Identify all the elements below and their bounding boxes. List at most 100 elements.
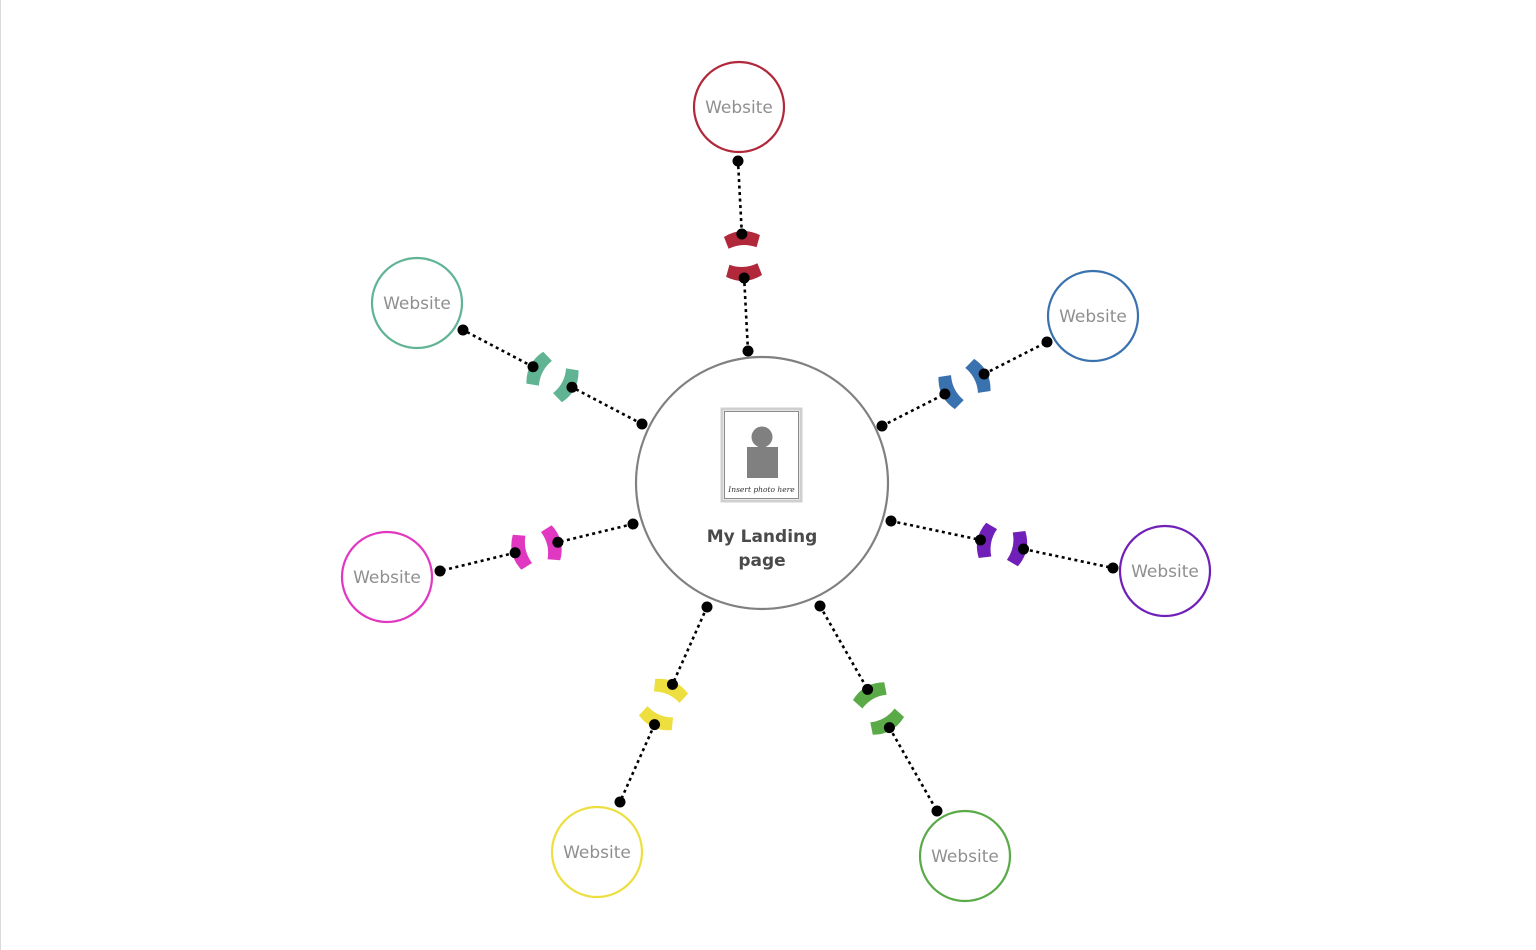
website-node-upper-left[interactable]: Website bbox=[370, 256, 464, 350]
connector-endpoint-dot[interactable] bbox=[732, 155, 744, 167]
connector-line-left-b bbox=[439, 551, 516, 573]
connector-endpoint-dot[interactable] bbox=[978, 368, 990, 380]
connector-bracket-icon[interactable] bbox=[850, 678, 906, 739]
bracket-right-shape bbox=[526, 351, 552, 386]
connector-endpoint-dot[interactable] bbox=[738, 272, 750, 284]
website-node-right[interactable]: Website bbox=[1118, 524, 1212, 618]
connector-line-upper-right-b bbox=[983, 340, 1048, 376]
connector-bracket-icon[interactable] bbox=[723, 230, 763, 282]
connector-endpoint-dot[interactable] bbox=[885, 515, 897, 527]
connector-endpoint-dot[interactable] bbox=[527, 361, 539, 373]
connector-line-right-b bbox=[1023, 547, 1114, 570]
website-node-lower-right[interactable]: Website bbox=[918, 809, 1012, 903]
connector-line-upper-left-a bbox=[571, 386, 643, 426]
connector-right[interactable] bbox=[885, 515, 1119, 574]
connector-line-left-a bbox=[557, 522, 634, 544]
connector-line-top-a bbox=[742, 277, 750, 352]
connector-endpoint-dot[interactable] bbox=[876, 420, 888, 432]
website-node-top[interactable]: Website bbox=[692, 60, 786, 154]
connector-endpoint-dot[interactable] bbox=[457, 324, 469, 336]
website-node-circle[interactable] bbox=[692, 60, 786, 154]
connector-bracket-icon[interactable] bbox=[522, 349, 583, 404]
connector-bracket-icon[interactable] bbox=[974, 522, 1030, 568]
connector-line-lower-left-b bbox=[618, 724, 656, 803]
connector-line-upper-left-b bbox=[462, 328, 534, 368]
connector-endpoint-dot[interactable] bbox=[701, 601, 713, 613]
bracket-left-shape bbox=[540, 525, 562, 561]
website-node-label: Website bbox=[1059, 307, 1127, 327]
center-title-line-2: page bbox=[738, 551, 785, 571]
connector-endpoint-dot[interactable] bbox=[666, 678, 678, 690]
website-node-label: Website bbox=[353, 568, 421, 588]
connector-endpoint-dot[interactable] bbox=[862, 683, 874, 695]
bracket-left-shape bbox=[976, 522, 998, 558]
bracket-right-shape bbox=[1006, 531, 1028, 567]
bracket-right-shape bbox=[870, 708, 905, 735]
connector-lower-right[interactable] bbox=[814, 600, 943, 817]
connector-endpoint-dot[interactable] bbox=[742, 345, 754, 357]
center-title-line-1: My Landing bbox=[707, 527, 818, 547]
connector-endpoint-dot[interactable] bbox=[649, 719, 661, 731]
connector-endpoint-dot[interactable] bbox=[434, 565, 446, 577]
person-placeholder-icon bbox=[747, 426, 778, 478]
connector-endpoint-dot[interactable] bbox=[883, 722, 895, 734]
connector-endpoint-dot[interactable] bbox=[552, 536, 564, 548]
website-node-label: Website bbox=[563, 843, 631, 863]
connector-endpoint-dot[interactable] bbox=[509, 547, 521, 559]
connector-line-top-b bbox=[736, 160, 744, 235]
connector-endpoint-dot[interactable] bbox=[974, 534, 986, 546]
connector-endpoint-dot[interactable] bbox=[1018, 543, 1030, 555]
connector-endpoint-dot[interactable] bbox=[636, 418, 648, 430]
website-node-circle[interactable] bbox=[918, 809, 1012, 903]
connector-top[interactable] bbox=[723, 155, 763, 357]
bracket-left-shape bbox=[852, 682, 887, 709]
connector-lower-left[interactable] bbox=[614, 601, 713, 808]
website-node-label: Website bbox=[705, 98, 773, 118]
connector-line-lower-right-b bbox=[888, 726, 939, 812]
connector-endpoint-dot[interactable] bbox=[736, 228, 748, 240]
photo-caption: Insert photo here bbox=[727, 485, 795, 494]
bracket-left-shape bbox=[938, 375, 964, 410]
bracket-left-shape bbox=[653, 678, 689, 703]
connector-endpoint-dot[interactable] bbox=[566, 381, 578, 393]
website-node-circle[interactable] bbox=[1118, 524, 1212, 618]
connector-layer bbox=[434, 155, 1119, 817]
connector-endpoint-dot[interactable] bbox=[614, 796, 626, 808]
connector-line-lower-right-a bbox=[818, 605, 869, 691]
website-node-circle[interactable] bbox=[370, 256, 464, 350]
connector-bracket-icon[interactable] bbox=[508, 524, 565, 571]
connector-endpoint-dot[interactable] bbox=[1041, 336, 1053, 348]
connector-endpoint-dot[interactable] bbox=[814, 600, 826, 612]
connector-endpoint-dot[interactable] bbox=[627, 518, 639, 530]
bracket-right-shape bbox=[638, 706, 674, 731]
photo-frame-inner bbox=[724, 411, 799, 499]
connector-upper-left[interactable] bbox=[457, 324, 648, 430]
website-node-lower-left[interactable]: Website bbox=[550, 805, 644, 899]
website-node-circle[interactable] bbox=[550, 805, 644, 899]
bracket-right-shape bbox=[511, 534, 533, 570]
website-node-label: Website bbox=[1131, 562, 1199, 582]
connector-endpoint-dot[interactable] bbox=[939, 388, 951, 400]
connector-endpoint-dot[interactable] bbox=[1107, 562, 1119, 574]
photo-placeholder[interactable]: Insert photo here bbox=[720, 407, 803, 503]
website-node-upper-right[interactable]: Website bbox=[1046, 269, 1140, 363]
connector-upper-right[interactable] bbox=[876, 336, 1053, 432]
connector-bracket-icon[interactable] bbox=[637, 674, 690, 734]
center-node[interactable]: Insert photo here My Landing page bbox=[634, 355, 890, 611]
website-node-label: Website bbox=[383, 294, 451, 314]
connector-line-upper-right-a bbox=[881, 392, 946, 428]
website-node-label: Website bbox=[931, 847, 999, 867]
connector-bracket-icon[interactable] bbox=[934, 357, 995, 412]
connector-line-lower-left-a bbox=[671, 606, 709, 685]
website-node-circle[interactable] bbox=[1046, 269, 1140, 363]
website-node-layer: WebsiteWebsiteWebsiteWebsiteWebsiteWebsi… bbox=[340, 60, 1212, 903]
bracket-right-shape bbox=[723, 231, 760, 249]
connector-endpoint-dot[interactable] bbox=[931, 805, 943, 817]
bracket-right-shape bbox=[965, 358, 991, 393]
connector-left[interactable] bbox=[434, 518, 639, 577]
website-node-left[interactable]: Website bbox=[340, 530, 434, 624]
bracket-left-shape bbox=[726, 263, 763, 281]
website-node-circle[interactable] bbox=[340, 530, 434, 624]
connector-line-right-a bbox=[890, 519, 981, 542]
